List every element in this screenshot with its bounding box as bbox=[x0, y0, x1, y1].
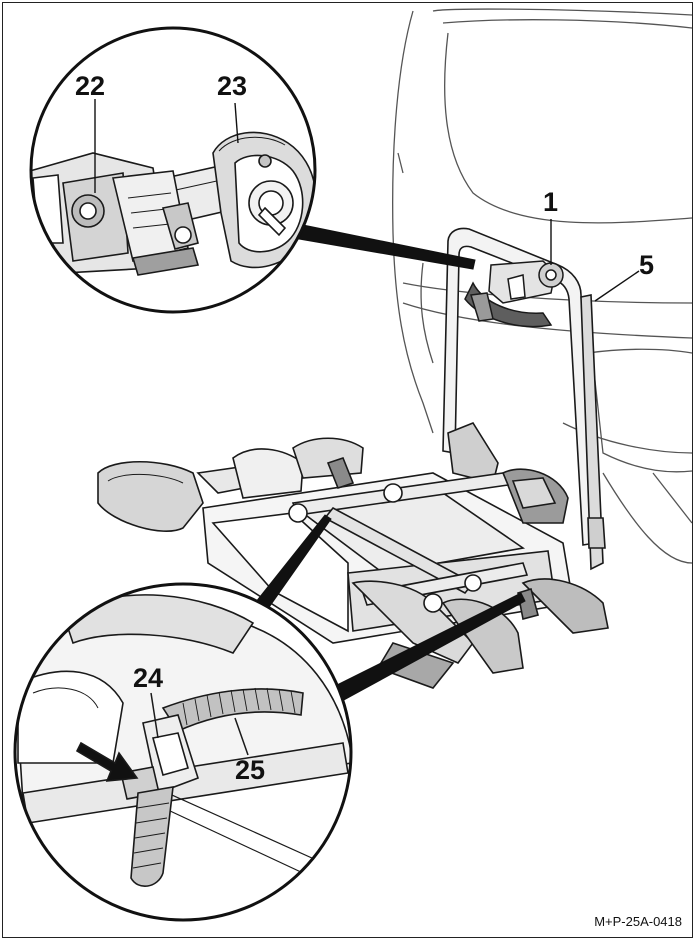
callout-24: 24 bbox=[133, 663, 164, 693]
callout-23: 23 bbox=[217, 71, 248, 101]
callout-leaders bbox=[94, 99, 640, 302]
leader-lines bbox=[254, 224, 526, 708]
bike-carrier-illustration bbox=[13, 8, 692, 922]
detail-circle-bottom bbox=[13, 582, 353, 922]
callout-1: 1 bbox=[543, 187, 559, 217]
callout-25: 25 bbox=[235, 755, 266, 785]
detail-circle-top bbox=[29, 26, 317, 314]
callout-5: 5 bbox=[639, 250, 655, 280]
callout-22: 22 bbox=[75, 71, 106, 101]
figure-reference-code: M+P-25A-0418 bbox=[594, 914, 682, 929]
frame-holder-clamp bbox=[464, 260, 564, 328]
